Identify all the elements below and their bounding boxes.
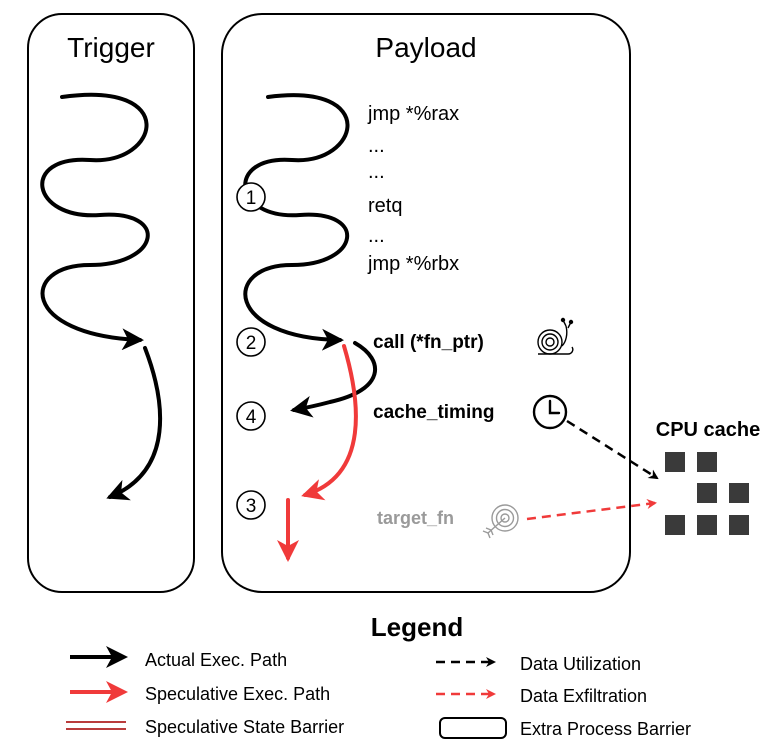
legend-actual-label: Actual Exec. Path [145, 650, 287, 670]
step-1-marker: 1 [236, 182, 266, 212]
code-listing: jmp *%rax ... ... retq ... jmp *%rbx [367, 103, 459, 275]
cache-cell [697, 515, 717, 535]
code-line: ... [368, 161, 385, 183]
cache-cell [665, 515, 685, 535]
payload-actual-path-wave [243, 93, 350, 351]
target-fn-label: target_fn [377, 508, 454, 528]
cache-timing-label: cache_timing [373, 402, 494, 423]
cpu-cache-label: CPU cache [656, 419, 761, 441]
legend: Legend Actual Exec. Path Speculative Exe… [66, 612, 691, 739]
call-label: call (*fn_ptr) [373, 332, 484, 353]
target-icon [482, 504, 519, 539]
speculative-path-curve [301, 344, 358, 501]
cache-cell [697, 483, 717, 503]
code-line: ... [368, 135, 385, 157]
trigger-actual-path-wave [40, 92, 150, 351]
code-line: jmp *%rax [367, 103, 459, 125]
payload-title: Payload [375, 32, 476, 63]
step-3-marker: 3 [236, 490, 266, 520]
legend-process-barrier-label: Extra Process Barrier [520, 719, 691, 739]
legend-title: Legend [371, 612, 463, 642]
step-4-label: 4 [246, 407, 257, 428]
cache-cell [697, 452, 717, 472]
step-4-marker: 4 [236, 401, 266, 431]
cache-cell [665, 452, 685, 472]
return-path-to-step4 [290, 341, 377, 418]
legend-exfiltration-label: Data Exfiltration [520, 686, 647, 706]
snail-icon [537, 317, 574, 355]
code-line: ... [368, 225, 385, 247]
code-line: jmp *%rbx [367, 253, 459, 275]
cpu-cache: CPU cache [656, 419, 761, 535]
trigger-panel: Trigger [27, 13, 195, 593]
legend-barrier-line [66, 721, 126, 730]
legend-utilization-label: Data Utilization [520, 654, 641, 674]
step-1-label: 1 [246, 188, 257, 209]
legend-barrier-label: Speculative State Barrier [145, 717, 344, 737]
data-utilization-arrow [566, 419, 659, 480]
legend-speculative-label: Speculative Exec. Path [145, 684, 330, 704]
trigger-title: Trigger [67, 32, 155, 63]
step-2-marker: 2 [236, 327, 266, 357]
clock-icon [532, 394, 568, 430]
trigger-actual-path-down [106, 346, 163, 501]
step-3-label: 3 [246, 496, 257, 517]
cache-cell [729, 483, 749, 503]
cache-cell [729, 515, 749, 535]
payload-panel: Payload jmp *%rax ... ... retq ... jmp *… [221, 13, 631, 593]
legend-process-barrier-box [439, 717, 507, 739]
data-exfiltration-arrow [526, 499, 657, 521]
code-line: retq [368, 195, 402, 217]
step-2-label: 2 [246, 333, 257, 354]
